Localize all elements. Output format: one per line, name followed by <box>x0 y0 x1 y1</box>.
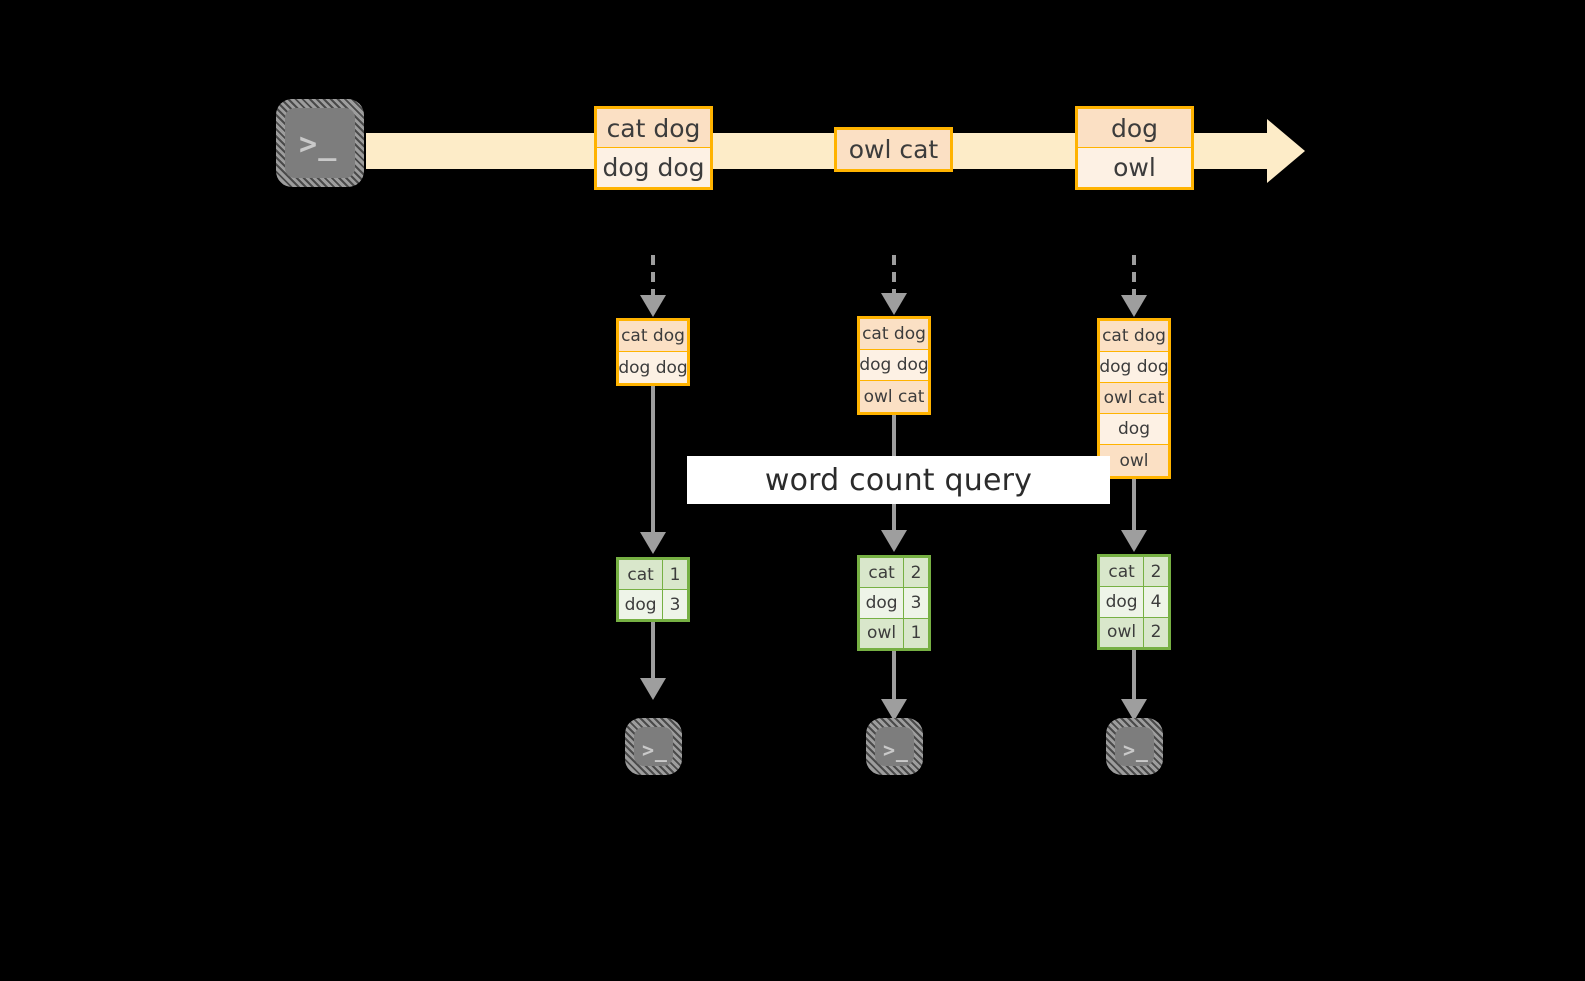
result-to-sink-arrowhead-3 <box>1121 699 1147 721</box>
buffer-line: owl cat <box>1100 383 1168 414</box>
result-count: 1 <box>904 618 928 648</box>
query-connector-1 <box>651 386 655 532</box>
stream-line: owl <box>1078 148 1191 187</box>
terminal-prompt-glyph: >_ <box>883 738 909 762</box>
terminal-face <box>875 727 914 766</box>
result-count: 2 <box>904 558 928 588</box>
stream-group-2: owl cat <box>834 127 953 172</box>
sink-terminal-icon-1: >_ <box>625 718 682 775</box>
result-word: owl <box>1100 617 1145 647</box>
result-word: dog <box>1100 587 1145 617</box>
result-word: dog <box>619 590 664 619</box>
query-connector-3 <box>1132 479 1136 530</box>
terminal-prompt-glyph: >_ <box>642 738 668 762</box>
stream-to-window-connector <box>892 255 896 293</box>
result-word: owl <box>860 618 905 648</box>
buffer-line: owl <box>1100 445 1168 476</box>
result-word: cat <box>619 560 664 589</box>
table-row: owl 1 <box>860 618 928 648</box>
terminal-prompt-glyph: >_ <box>299 127 338 162</box>
result-to-sink-connector-1 <box>651 622 655 678</box>
result-to-sink-connector-2 <box>892 651 896 703</box>
table-row: dog 3 <box>619 590 687 619</box>
stream-group-3: dog owl <box>1075 106 1194 190</box>
result-word: dog <box>860 588 905 618</box>
stream-timeline-arrowhead <box>1267 119 1305 183</box>
stream-line: owl cat <box>837 130 950 169</box>
buffer-line: dog dog <box>859 350 929 381</box>
table-row: cat 2 <box>860 558 928 589</box>
stream-to-window-arrowhead <box>640 295 666 317</box>
sink-terminal-icon-3: >_ <box>1106 718 1163 775</box>
sink-terminal-icon-2: >_ <box>866 718 923 775</box>
query-label: word count query <box>687 456 1110 504</box>
buffer-line: owl cat <box>860 381 928 412</box>
result-count: 2 <box>1144 557 1168 587</box>
stream-to-window-connector <box>651 255 655 295</box>
query-arrowhead-2 <box>881 530 907 552</box>
stream-line: cat dog <box>597 109 710 148</box>
stream-to-window-arrowhead <box>1121 295 1147 317</box>
result-count: 2 <box>1144 617 1168 647</box>
table-row: cat 1 <box>619 560 687 590</box>
result-count: 3 <box>663 590 687 619</box>
table-row: dog 3 <box>860 588 928 619</box>
stream-to-window-connector <box>1132 255 1136 295</box>
terminal-face <box>634 727 673 766</box>
result-count: 4 <box>1144 587 1168 617</box>
stream-group-1: cat dog dog dog <box>594 106 713 190</box>
result-word: cat <box>860 558 905 588</box>
source-terminal-icon: >_ <box>276 99 364 187</box>
window-buffer-1: cat dog dog dog <box>616 318 690 386</box>
result-to-sink-connector-3 <box>1132 650 1136 703</box>
table-row: dog 4 <box>1100 587 1168 618</box>
buffer-line: dog dog <box>618 352 688 383</box>
terminal-face <box>1115 727 1154 766</box>
result-count: 3 <box>904 588 928 618</box>
result-table-2: cat 2 dog 3 owl 1 <box>857 555 931 651</box>
buffer-line: cat dog <box>860 319 928 350</box>
query-arrowhead-1 <box>640 532 666 554</box>
stream-line: dog dog <box>597 148 710 187</box>
result-to-sink-arrowhead-2 <box>881 699 907 721</box>
table-row: owl 2 <box>1100 617 1168 647</box>
stream-to-window-arrowhead <box>881 293 907 315</box>
stream-line: dog <box>1078 109 1191 148</box>
buffer-line: cat dog <box>619 321 687 352</box>
result-count: 1 <box>663 560 687 589</box>
buffer-line: cat dog <box>1100 321 1168 352</box>
result-word: cat <box>1100 557 1145 587</box>
result-table-3: cat 2 dog 4 owl 2 <box>1097 554 1171 650</box>
buffer-line: dog dog <box>1099 352 1169 383</box>
query-arrowhead-3 <box>1121 530 1147 552</box>
window-buffer-2: cat dog dog dog owl cat <box>857 316 931 415</box>
terminal-prompt-glyph: >_ <box>1123 738 1149 762</box>
terminal-face <box>285 108 355 178</box>
result-table-1: cat 1 dog 3 <box>616 557 690 622</box>
window-buffer-3: cat dog dog dog owl cat dog owl <box>1097 318 1171 479</box>
buffer-line: dog <box>1100 414 1168 445</box>
table-row: cat 2 <box>1100 557 1168 588</box>
result-to-sink-arrowhead-1 <box>640 678 666 700</box>
